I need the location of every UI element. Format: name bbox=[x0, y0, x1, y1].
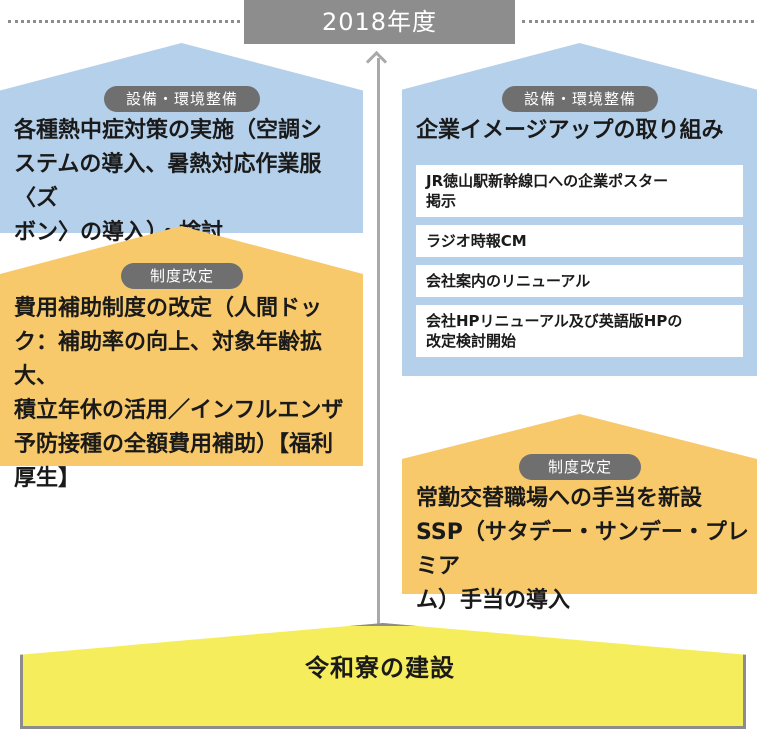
left-card2-title: 費用補助制度の改定（人間ドッ ク：補助率の向上、対象年齢拡大、 積立年休の活用／… bbox=[14, 296, 344, 491]
timeline-axis bbox=[377, 58, 380, 723]
year-banner: 2018年度 bbox=[244, 0, 515, 44]
arrow-up-icon bbox=[365, 50, 388, 73]
image-initiatives-list: JR徳山駅新幹線口への企業ポスター 掲示 ラジオ時報CM 会社案内のリニューアル… bbox=[416, 165, 743, 365]
list-item: ラジオ時報CM bbox=[416, 225, 743, 257]
footer-title: 令和寮の建設 bbox=[305, 654, 455, 682]
right-card1-title: 企業イメージアップの取り組み bbox=[416, 118, 724, 143]
tag-facilities-right: 設備・環境整備 bbox=[502, 86, 658, 112]
tag-facilities-left: 設備・環境整備 bbox=[104, 86, 260, 112]
right-card-facilities: JR徳山駅新幹線口への企業ポスター 掲示 ラジオ時報CM 会社案内のリニューアル… bbox=[402, 43, 757, 376]
header-dotted-line-left bbox=[8, 20, 240, 23]
tag-system-revision-left: 制度改定 bbox=[121, 263, 243, 289]
tag-system-revision-right: 制度改定 bbox=[519, 454, 641, 480]
list-item: 会社案内のリニューアル bbox=[416, 265, 743, 297]
right-card2-title: 常勤交替職場への手当を新設 SSP（サタデー・サンデー・プレミア ム）手当の導入 bbox=[416, 486, 749, 613]
list-item: JR徳山駅新幹線口への企業ポスター 掲示 bbox=[416, 165, 743, 217]
header-dotted-line-right bbox=[522, 20, 754, 23]
list-item: 会社HPリニューアル及び英語版HPの 改定検討開始 bbox=[416, 305, 743, 357]
left-card1-title: 各種熱中症対策の実施（空調シ ステムの導入、暑熱対応作業服〈ズ ボン〉の導入）・… bbox=[14, 118, 323, 245]
